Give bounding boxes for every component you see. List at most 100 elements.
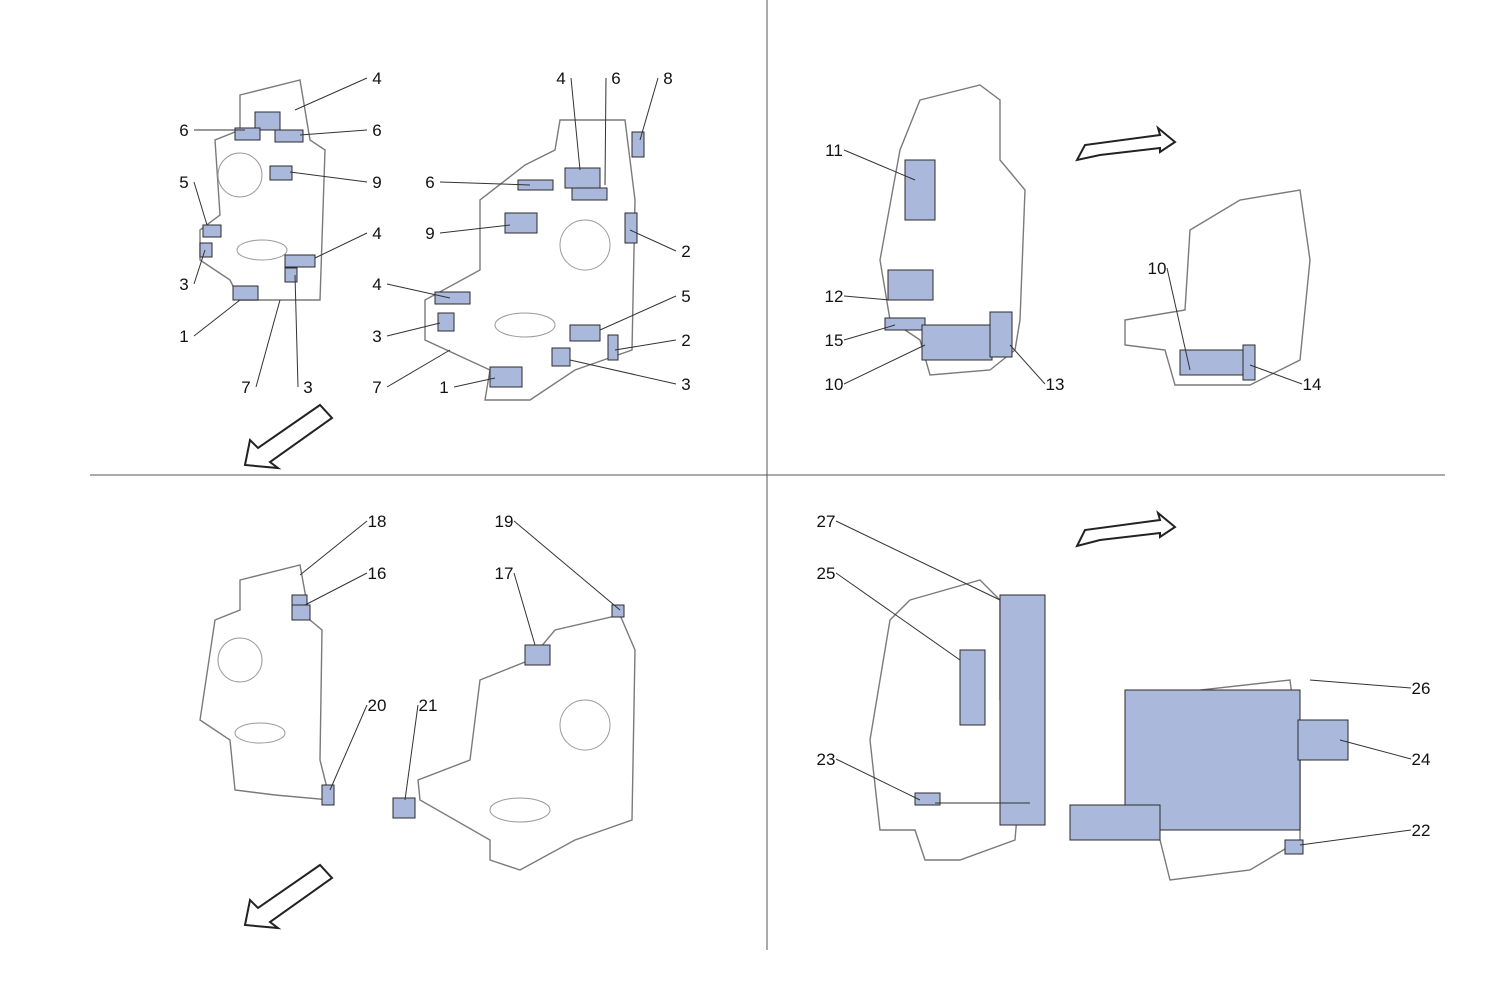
pump-flange <box>494 312 556 338</box>
callout-4: 4 <box>294 69 382 111</box>
callout-22: 22 <box>1299 821 1431 846</box>
insulation-patch <box>291 604 311 621</box>
leader-line <box>639 77 659 141</box>
callout-number: 4 <box>556 69 565 88</box>
callout-4: 4 <box>372 275 451 299</box>
callout-4: 4 <box>556 69 581 171</box>
callout-number: 6 <box>425 173 434 192</box>
leader-line <box>513 520 621 611</box>
callout-number: 5 <box>179 173 188 192</box>
insulation-patch <box>284 267 298 283</box>
pump-flange <box>236 239 288 261</box>
callout-4: 4 <box>314 224 382 259</box>
insulation-patch <box>631 131 645 158</box>
callout-6: 6 <box>299 121 382 140</box>
fuel-tank-outline <box>417 614 636 871</box>
direction-arrow-icon <box>243 403 334 470</box>
leader-line <box>835 758 921 801</box>
callout-20: 20 <box>329 696 387 791</box>
leader-line <box>843 149 916 181</box>
callout-3: 3 <box>569 359 691 394</box>
insulation-patch <box>999 594 1046 826</box>
leader-line <box>439 224 511 234</box>
callout-24: 24 <box>1339 739 1431 769</box>
insulation-patch <box>914 792 941 806</box>
leader-line <box>1309 679 1412 689</box>
leader-line <box>439 181 531 186</box>
callout-number: 4 <box>372 224 381 243</box>
leader-line <box>1339 739 1412 760</box>
callout-3: 3 <box>179 249 206 294</box>
fuel-tank-outline <box>424 119 636 401</box>
insulation-patch <box>569 324 601 342</box>
leader-line <box>1009 344 1046 385</box>
callout-number: 22 <box>1412 821 1431 840</box>
callout-25: 25 <box>817 564 961 661</box>
callout-number: 4 <box>372 69 381 88</box>
callout-17: 17 <box>495 564 536 646</box>
callout-number: 10 <box>825 375 844 394</box>
callout-number: 6 <box>179 121 188 140</box>
leader-line <box>304 572 368 606</box>
direction-arrow-icon <box>1075 510 1177 548</box>
leader-line <box>569 359 677 385</box>
filler-ring <box>559 699 611 751</box>
leader-line <box>294 274 299 388</box>
insulation-patch <box>887 269 934 301</box>
callout-number: 17 <box>495 564 514 583</box>
callout-number: 20 <box>368 696 387 715</box>
leader-line <box>1249 364 1303 385</box>
callout-number: 23 <box>817 750 836 769</box>
leader-line <box>843 344 926 385</box>
insulation-patch <box>921 324 993 361</box>
leader-line <box>513 572 536 646</box>
insulation-patch <box>392 797 416 819</box>
leader-line <box>835 572 961 661</box>
callout-number: 5 <box>681 287 690 306</box>
insulation-patch <box>232 285 259 301</box>
callout-number: 3 <box>179 275 188 294</box>
callout-number: 2 <box>681 331 690 350</box>
insulation-patch <box>571 187 608 201</box>
callout-number: 19 <box>495 512 514 531</box>
callout-7: 7 <box>372 349 451 397</box>
filler-ring <box>217 637 263 683</box>
callout-9: 9 <box>425 224 511 243</box>
callout-number: 12 <box>825 287 844 306</box>
callout-16: 16 <box>304 564 387 606</box>
insulation-patch <box>564 167 601 189</box>
callout-number: 18 <box>368 512 387 531</box>
insulation-patch <box>504 212 538 234</box>
insulation-patch <box>884 317 926 331</box>
callout-5: 5 <box>179 173 208 226</box>
callout-number: 24 <box>1412 750 1431 769</box>
leader-line <box>193 181 208 226</box>
callout-number: 16 <box>368 564 387 583</box>
callout-6: 6 <box>604 69 621 186</box>
callout-23: 23 <box>817 750 921 801</box>
leader-line <box>404 704 419 801</box>
leader-line <box>570 77 581 171</box>
callout-number: 14 <box>1303 375 1322 394</box>
insulation-patch <box>904 159 936 221</box>
callout-26: 26 <box>1309 679 1431 698</box>
fuel-tank-outline <box>199 564 331 801</box>
insulation-patch <box>1069 804 1161 841</box>
insulation-patch <box>524 644 551 666</box>
leader-line <box>843 324 896 341</box>
callout-10: 10 <box>1148 259 1191 371</box>
fuel-tank-outline <box>1124 189 1311 386</box>
leader-line <box>629 229 677 252</box>
callout-number: 3 <box>303 378 312 397</box>
callout-number: 27 <box>817 512 836 531</box>
insulation-patch <box>1179 349 1251 376</box>
callout-15: 15 <box>825 324 896 350</box>
callout-27: 27 <box>817 512 1001 601</box>
callout-number: 26 <box>1412 679 1431 698</box>
callout-number: 6 <box>372 121 381 140</box>
callout-number: 6 <box>611 69 620 88</box>
leader-line <box>193 299 241 337</box>
callout-12: 12 <box>825 287 891 306</box>
leader-line <box>386 322 441 337</box>
